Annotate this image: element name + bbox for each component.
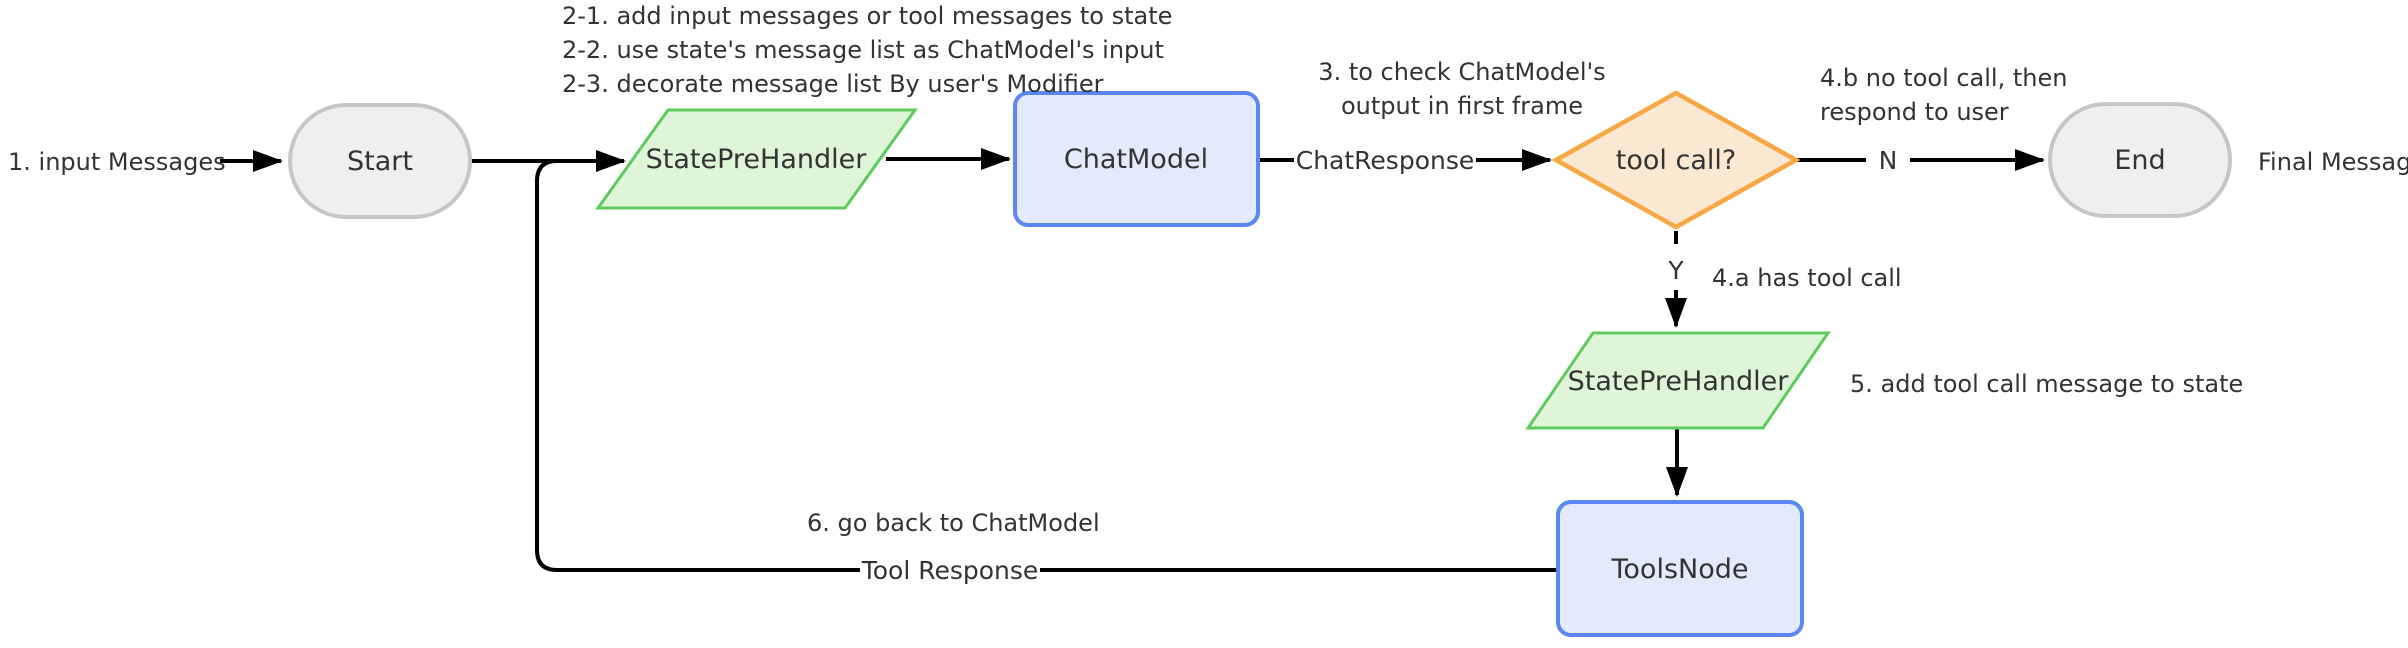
annotation-step2-line2: 2-2. use state's message list as ChatMod… bbox=[562, 36, 1164, 64]
tool-call-decision-shape bbox=[1551, 90, 1801, 230]
annotations: 1. input Messages 2-1. add input message… bbox=[8, 2, 2408, 537]
annotation-step4b-line2: respond to user bbox=[1820, 98, 2009, 126]
annotation-step2-line1: 2-1. add input messages or tool messages… bbox=[562, 2, 1172, 30]
annotation-step2-line3: 2-3. decorate message list By user's Mod… bbox=[562, 70, 1104, 98]
tool-response-label-bg bbox=[860, 549, 1040, 591]
annotation-input-messages: 1. input Messages bbox=[8, 148, 226, 176]
state-pre-handler-1-label: StatePreHandler bbox=[646, 144, 868, 175]
end-label: End bbox=[2114, 145, 2165, 176]
yes-branch-label: Y bbox=[1667, 256, 1684, 285]
annotation-step6: 6. go back to ChatModel bbox=[807, 509, 1100, 537]
start-shape bbox=[288, 103, 472, 219]
no-branch-label: N bbox=[1879, 146, 1898, 175]
state-pre-handler-2-label: StatePreHandler bbox=[1568, 366, 1790, 397]
end-shape bbox=[2048, 102, 2232, 218]
node-tool-call-decision: tool call? bbox=[1551, 90, 1801, 230]
node-state-pre-handler-1: StatePreHandler bbox=[595, 108, 918, 210]
state-pre-handler-2-shape bbox=[1525, 331, 1831, 430]
node-state-pre-handler-2: StatePreHandler bbox=[1525, 331, 1831, 430]
chat-model-shape bbox=[1013, 91, 1260, 227]
chat-model-label: ChatModel bbox=[1064, 144, 1208, 175]
tools-node-shape bbox=[1556, 500, 1804, 637]
annotation-step3-line1: 3. to check ChatModel's bbox=[1318, 58, 1605, 86]
annotation-step4b-line1: 4.b no tool call, then bbox=[1820, 64, 2067, 92]
no-branch-label-bg bbox=[1866, 140, 1910, 180]
tool-response-label: Tool Response bbox=[861, 556, 1039, 585]
chat-response-label: ChatResponse bbox=[1296, 146, 1475, 175]
start-label: Start bbox=[347, 146, 413, 177]
node-start: Start bbox=[288, 103, 472, 219]
annotation-step3-line2: output in first frame bbox=[1341, 92, 1583, 120]
state-pre-handler-1-shape bbox=[595, 108, 918, 210]
chat-response-label-bg bbox=[1294, 138, 1476, 180]
node-end: End bbox=[2048, 102, 2232, 218]
tool-call-decision-label: tool call? bbox=[1616, 145, 1736, 176]
tools-node-label: ToolsNode bbox=[1611, 554, 1749, 585]
edge-labels: ChatResponse N Y Tool Response bbox=[860, 138, 1910, 591]
node-tools-node: ToolsNode bbox=[1556, 500, 1804, 637]
annotation-step5: 5. add tool call message to state bbox=[1850, 370, 2243, 398]
node-chat-model: ChatModel bbox=[1013, 91, 1260, 227]
annotation-step4a: 4.a has tool call bbox=[1712, 264, 1902, 292]
annotation-final-message: Final Message bbox=[2258, 148, 2408, 176]
